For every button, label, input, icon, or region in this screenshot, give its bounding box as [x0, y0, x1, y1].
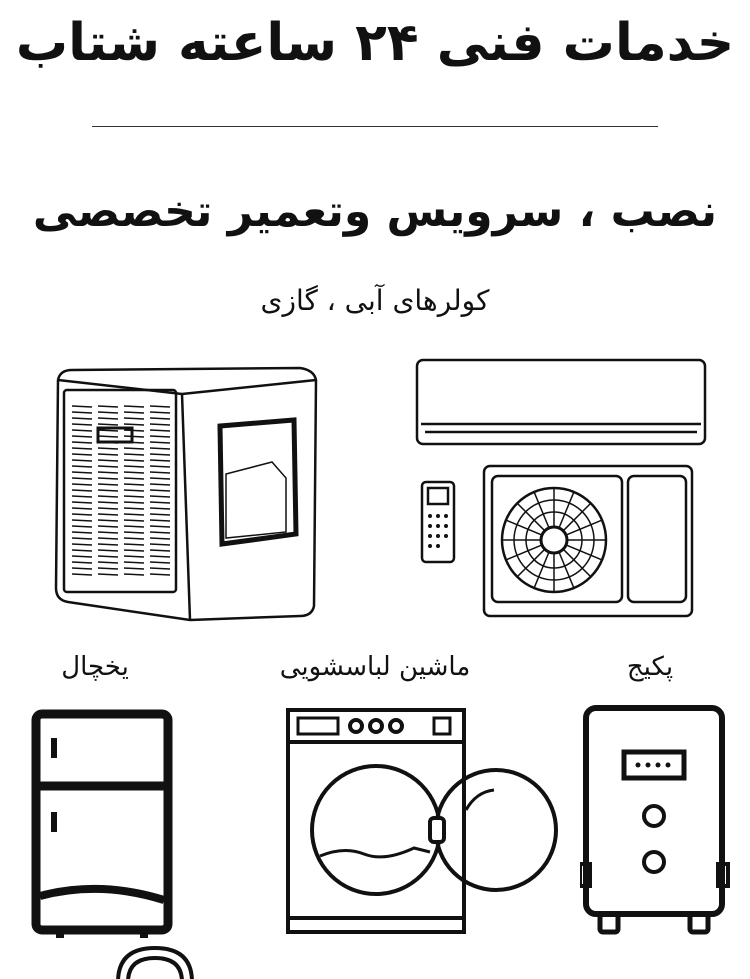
remote-control-icon: [420, 480, 456, 564]
partial-handle-icon: [116, 946, 194, 979]
coolers-label: کولرهای آبی ، گازی: [260, 284, 490, 317]
fridge-label: یخچال: [61, 652, 129, 682]
evaporative-cooler-icon: [54, 366, 318, 622]
boiler-package-label: پکیج: [626, 652, 674, 682]
services-subtitle: نصب ، سرویس وتعمیر تخصصی: [32, 186, 718, 237]
poster-title: خدمات فنی ۲۴ ساعته شتاب: [15, 13, 735, 73]
split-ac-outdoor-unit-icon: [482, 464, 694, 618]
boiler-package-icon: [580, 705, 730, 935]
washing-machine-label: ماشین لباسشویی: [279, 652, 471, 682]
split-ac-indoor-unit-icon: [415, 358, 707, 446]
divider: [92, 126, 658, 127]
fridge-icon: [31, 709, 173, 938]
washing-machine-icon: [286, 708, 558, 934]
